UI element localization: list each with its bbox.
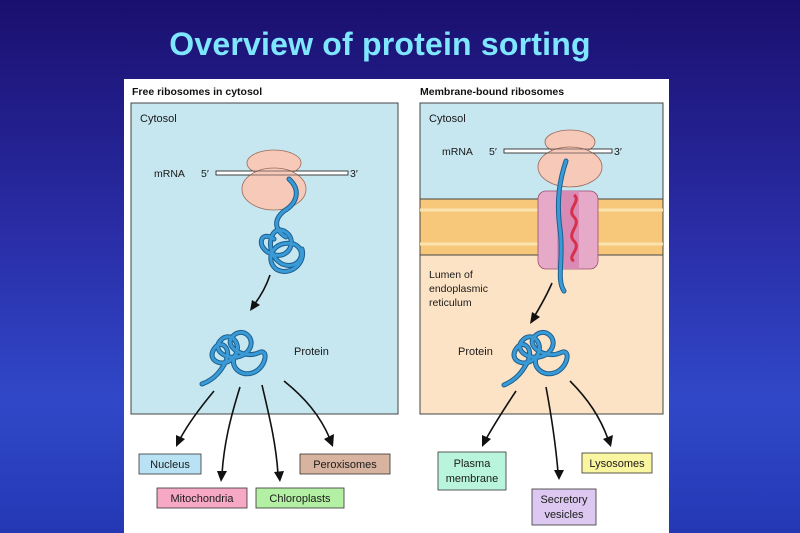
slide-title: Overview of protein sorting: [169, 26, 591, 62]
left-panel-heading: Free ribosomes in cytosol: [132, 86, 262, 98]
svg-text:Secretory: Secretory: [540, 494, 588, 506]
svg-text:Nucleus: Nucleus: [150, 459, 190, 471]
left-sorting-arrows: [179, 380, 331, 475]
destination-peroxisomes: Peroxisomes: [299, 453, 391, 475]
lumen-label-line-2: endoplasmic: [429, 283, 488, 295]
svg-text:membrane: membrane: [446, 473, 499, 485]
destination-lysosomes: Lysosomes: [581, 452, 653, 474]
right-mrna-5prime: 5′: [489, 146, 497, 158]
svg-text:Lysosomes: Lysosomes: [589, 458, 645, 470]
right-panel: Membrane-bound ribosomes Cytosol mRNA 5′…: [419, 86, 664, 526]
translocon-channel: [537, 190, 599, 270]
svg-text:Mitochondria: Mitochondria: [171, 493, 235, 505]
destination-plasma-membrane: Plasma membrane: [437, 451, 507, 491]
left-mrna-3prime: 3′: [350, 168, 358, 180]
destination-mitochondria: Mitochondria: [156, 487, 248, 509]
right-sorting-arrows: [485, 380, 609, 473]
left-cytosol-region: [130, 102, 399, 415]
left-mrna-5prime: 5′: [201, 168, 209, 180]
protein-sorting-figure: Free ribosomes in cytosol Cytosol mRNA 5…: [124, 79, 669, 533]
right-ribosome: [503, 129, 613, 188]
left-protein-label: Protein: [294, 346, 329, 358]
svg-text:Chloroplasts: Chloroplasts: [269, 493, 331, 505]
lumen-label-line-1: Lumen of: [429, 269, 473, 281]
lumen-label-line-3: reticulum: [429, 297, 472, 309]
left-panel: Free ribosomes in cytosol Cytosol mRNA 5…: [130, 86, 399, 509]
right-cytosol-label: Cytosol: [429, 113, 466, 125]
svg-text:vesicles: vesicles: [544, 509, 584, 521]
destination-nucleus: Nucleus: [138, 453, 202, 475]
right-mrna-label: mRNA: [442, 146, 473, 158]
destination-chloroplasts: Chloroplasts: [255, 487, 345, 509]
right-nascent-protein: [555, 158, 569, 294]
right-mrna-3prime: 3′: [614, 146, 622, 158]
left-cytosol-label: Cytosol: [140, 113, 177, 125]
signal-sequence: [570, 193, 578, 263]
svg-text:Plasma: Plasma: [454, 458, 492, 470]
right-panel-heading: Membrane-bound ribosomes: [420, 86, 564, 98]
destination-secretory-vesicles: Secretory vesicles: [531, 488, 597, 526]
svg-text:Peroxisomes: Peroxisomes: [313, 459, 377, 471]
left-mrna-label: mRNA: [154, 168, 185, 180]
right-protein-label: Protein: [458, 346, 493, 358]
